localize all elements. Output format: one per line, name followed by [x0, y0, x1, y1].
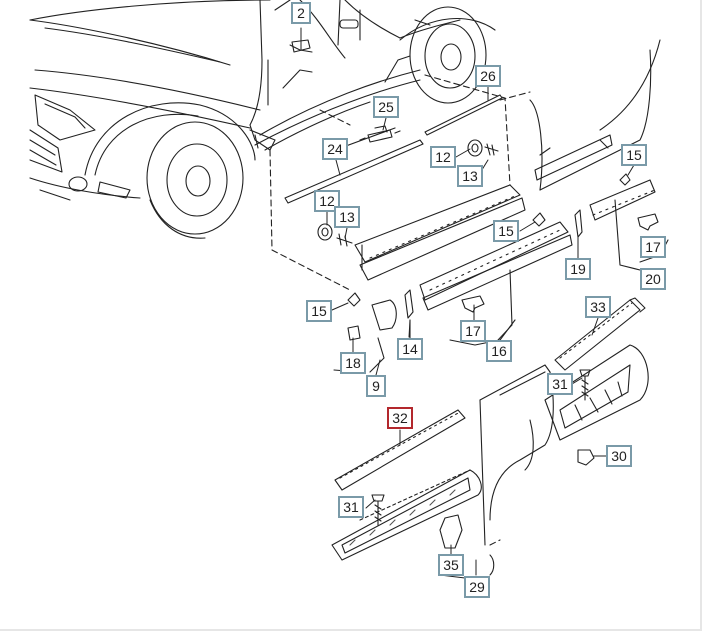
- callout-17-fender[interactable]: 17: [640, 236, 666, 258]
- callout-12-upper[interactable]: 12: [430, 146, 456, 168]
- callout-15-fender[interactable]: 15: [621, 144, 647, 166]
- running-board: [331, 297, 649, 561]
- screw-31-group: [371, 369, 591, 526]
- clip-25: [359, 125, 401, 143]
- callout-15-front[interactable]: 15: [306, 300, 332, 322]
- callout-30[interactable]: 30: [606, 445, 632, 467]
- callout-32[interactable]: 32: [387, 407, 413, 429]
- rear-trim: [419, 39, 661, 311]
- frame-right-edge: [700, 0, 702, 631]
- callout-13-upper[interactable]: 13: [457, 165, 483, 187]
- frame-bottom-edge: [0, 629, 702, 631]
- callout-14[interactable]: 14: [397, 338, 423, 360]
- callout-17-door[interactable]: 17: [460, 320, 486, 342]
- callout-12-lower[interactable]: 12: [314, 190, 340, 212]
- callout-35[interactable]: 35: [438, 554, 464, 576]
- callout-2[interactable]: 2: [291, 2, 311, 24]
- callout-9[interactable]: 9: [366, 375, 386, 397]
- callout-13-lower[interactable]: 13: [334, 206, 360, 228]
- callout-18[interactable]: 18: [340, 352, 366, 374]
- callout-25[interactable]: 25: [373, 96, 399, 118]
- clip-15-group: [347, 173, 631, 307]
- callout-33[interactable]: 33: [585, 296, 611, 318]
- callout-26[interactable]: 26: [475, 65, 501, 87]
- assembly-guides: [269, 74, 531, 546]
- car-outline: [29, 0, 496, 239]
- callout-31-front[interactable]: 31: [338, 496, 364, 518]
- callout-20[interactable]: 20: [640, 268, 666, 290]
- callout-31-rear[interactable]: 31: [547, 373, 573, 395]
- callout-29[interactable]: 29: [464, 576, 490, 598]
- door-trim-panel: [354, 184, 526, 281]
- callout-15-door[interactable]: 15: [493, 220, 519, 242]
- callout-24[interactable]: 24: [322, 138, 348, 160]
- callout-leaders: [289, 27, 635, 576]
- callout-16[interactable]: 16: [486, 340, 512, 362]
- callout-19[interactable]: 19: [565, 258, 591, 280]
